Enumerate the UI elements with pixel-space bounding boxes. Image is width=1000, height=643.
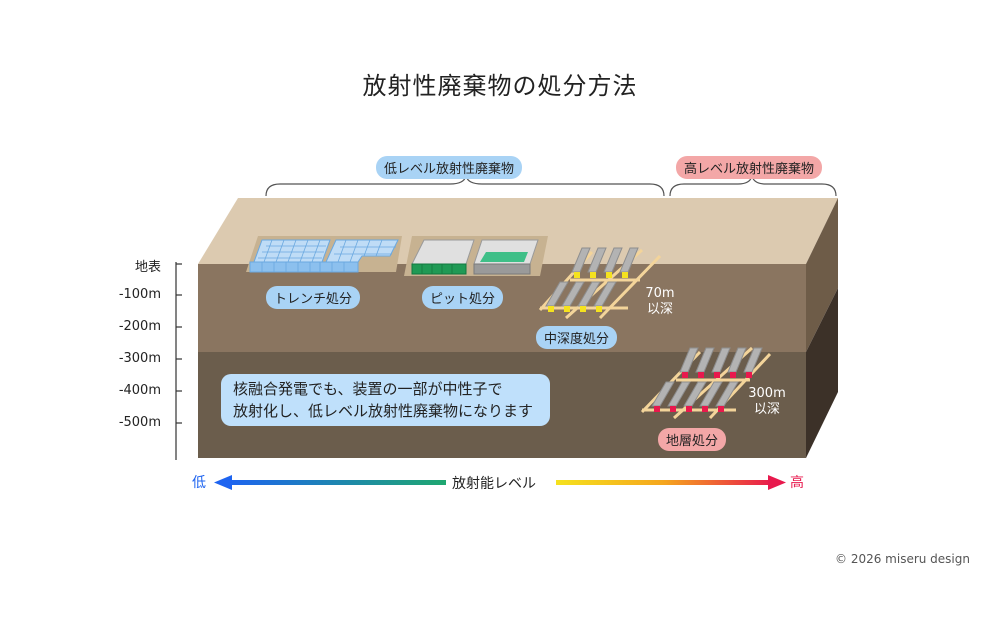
high-level-brace xyxy=(669,175,837,197)
copyright-text: © 2026 miseru design xyxy=(835,552,970,566)
radioactivity-high-label: 高 xyxy=(790,475,804,491)
depth-axis xyxy=(175,262,182,460)
geological-depth-suffix: 以深 xyxy=(753,402,780,417)
geological-depth-note: 300m 以深 xyxy=(744,386,790,418)
fusion-note-line1: 核融合発電でも、装置の一部が中性子で xyxy=(233,380,503,398)
high-level-waste-label: 高レベル放射性廃棄物 xyxy=(676,156,823,179)
radioactivity-axis-label: 放射能レベル xyxy=(452,476,536,492)
radioactivity-low-label: 低 xyxy=(192,475,206,491)
depth-label-200: -200m xyxy=(118,319,161,334)
intermediate-depth-tunnels xyxy=(538,247,662,320)
fusion-note-line2: 放射化し、低レベル放射性廃棄物になります xyxy=(233,402,534,420)
intermediate-depth-suffix: 以深 xyxy=(646,302,673,317)
radioactivity-arrow xyxy=(214,472,786,494)
intermediate-depth-note: 70m 以深 xyxy=(640,286,680,318)
depth-label-300: -300m xyxy=(118,351,161,366)
depth-label-500: -500m xyxy=(118,415,161,430)
low-level-waste-label: 低レベル放射性廃棄物 xyxy=(376,156,523,179)
pit-concrete-boxes xyxy=(411,239,539,275)
geological-depth-value: 300m xyxy=(748,386,786,401)
depth-label-surface: 地表 xyxy=(134,260,161,275)
geological-tunnels xyxy=(640,346,772,420)
low-level-brace xyxy=(265,175,665,197)
side-face-upper xyxy=(806,198,838,352)
intermediate-depth-value: 70m xyxy=(645,286,675,301)
page-title: 放射性廃棄物の処分方法 xyxy=(362,72,638,100)
depth-label-400: -400m xyxy=(118,383,161,398)
pit-disposal-label: ピット処分 xyxy=(422,286,504,309)
trench-waste-blocks xyxy=(249,239,399,273)
depth-label-100: -100m xyxy=(118,287,161,302)
intermediate-disposal-label: 中深度処分 xyxy=(536,326,618,349)
trench-disposal-label: トレンチ処分 xyxy=(266,286,361,309)
fusion-note-box: 核融合発電でも、装置の一部が中性子で 放射化し、低レベル放射性廃棄物になります xyxy=(221,374,550,426)
geological-disposal-label: 地層処分 xyxy=(658,428,727,451)
side-face-lower xyxy=(806,288,838,458)
